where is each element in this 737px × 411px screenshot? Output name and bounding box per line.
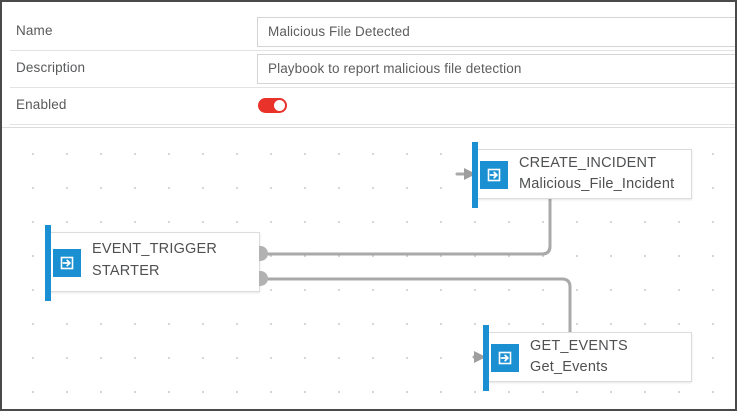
- form-row-name: Name Malicious File Detected: [2, 16, 735, 49]
- name-label: Name: [16, 23, 53, 38]
- node-accent-bar: [45, 225, 51, 301]
- description-input[interactable]: Playbook to report malicious file detect…: [257, 54, 735, 84]
- output-port-1[interactable]: [259, 246, 268, 261]
- node-title: EVENT_TRIGGER: [92, 241, 218, 257]
- canvas-top-divider: [2, 127, 735, 128]
- name-input[interactable]: Malicious File Detected: [257, 17, 735, 47]
- row-separator-2: [10, 87, 735, 88]
- row-separator-1: [10, 50, 735, 51]
- node-title: GET_EVENTS: [530, 338, 628, 354]
- enabled-label: Enabled: [16, 97, 67, 112]
- form-row-description: Description Playbook to report malicious…: [2, 53, 735, 86]
- node-subtitle: Get_Events: [530, 359, 608, 375]
- sign-in-icon: [480, 161, 508, 189]
- node-subtitle: STARTER: [92, 263, 160, 279]
- sign-in-icon: [53, 249, 81, 277]
- playbook-properties-form: Name Malicious File Detected Description…: [2, 2, 735, 127]
- playbook-flow-canvas[interactable]: CREATE_INCIDENT Malicious_File_Incident …: [2, 127, 735, 409]
- node-event-trigger[interactable]: EVENT_TRIGGER STARTER: [45, 225, 268, 301]
- toggle-knob: [274, 100, 285, 111]
- description-label: Description: [16, 60, 86, 75]
- node-create-incident[interactable]: CREATE_INCIDENT Malicious_File_Incident: [472, 142, 692, 208]
- enabled-toggle[interactable]: [258, 98, 287, 113]
- node-title: CREATE_INCIDENT: [519, 155, 657, 171]
- form-row-enabled: Enabled: [2, 90, 735, 123]
- node-get-events[interactable]: GET_EVENTS Get_Events: [483, 325, 692, 391]
- node-subtitle: Malicious_File_Incident: [519, 176, 675, 192]
- node-accent-bar: [483, 325, 489, 391]
- output-port-2[interactable]: [259, 271, 268, 286]
- node-accent-bar: [472, 142, 478, 208]
- sign-in-icon: [491, 344, 519, 372]
- row-separator-3: [10, 124, 735, 125]
